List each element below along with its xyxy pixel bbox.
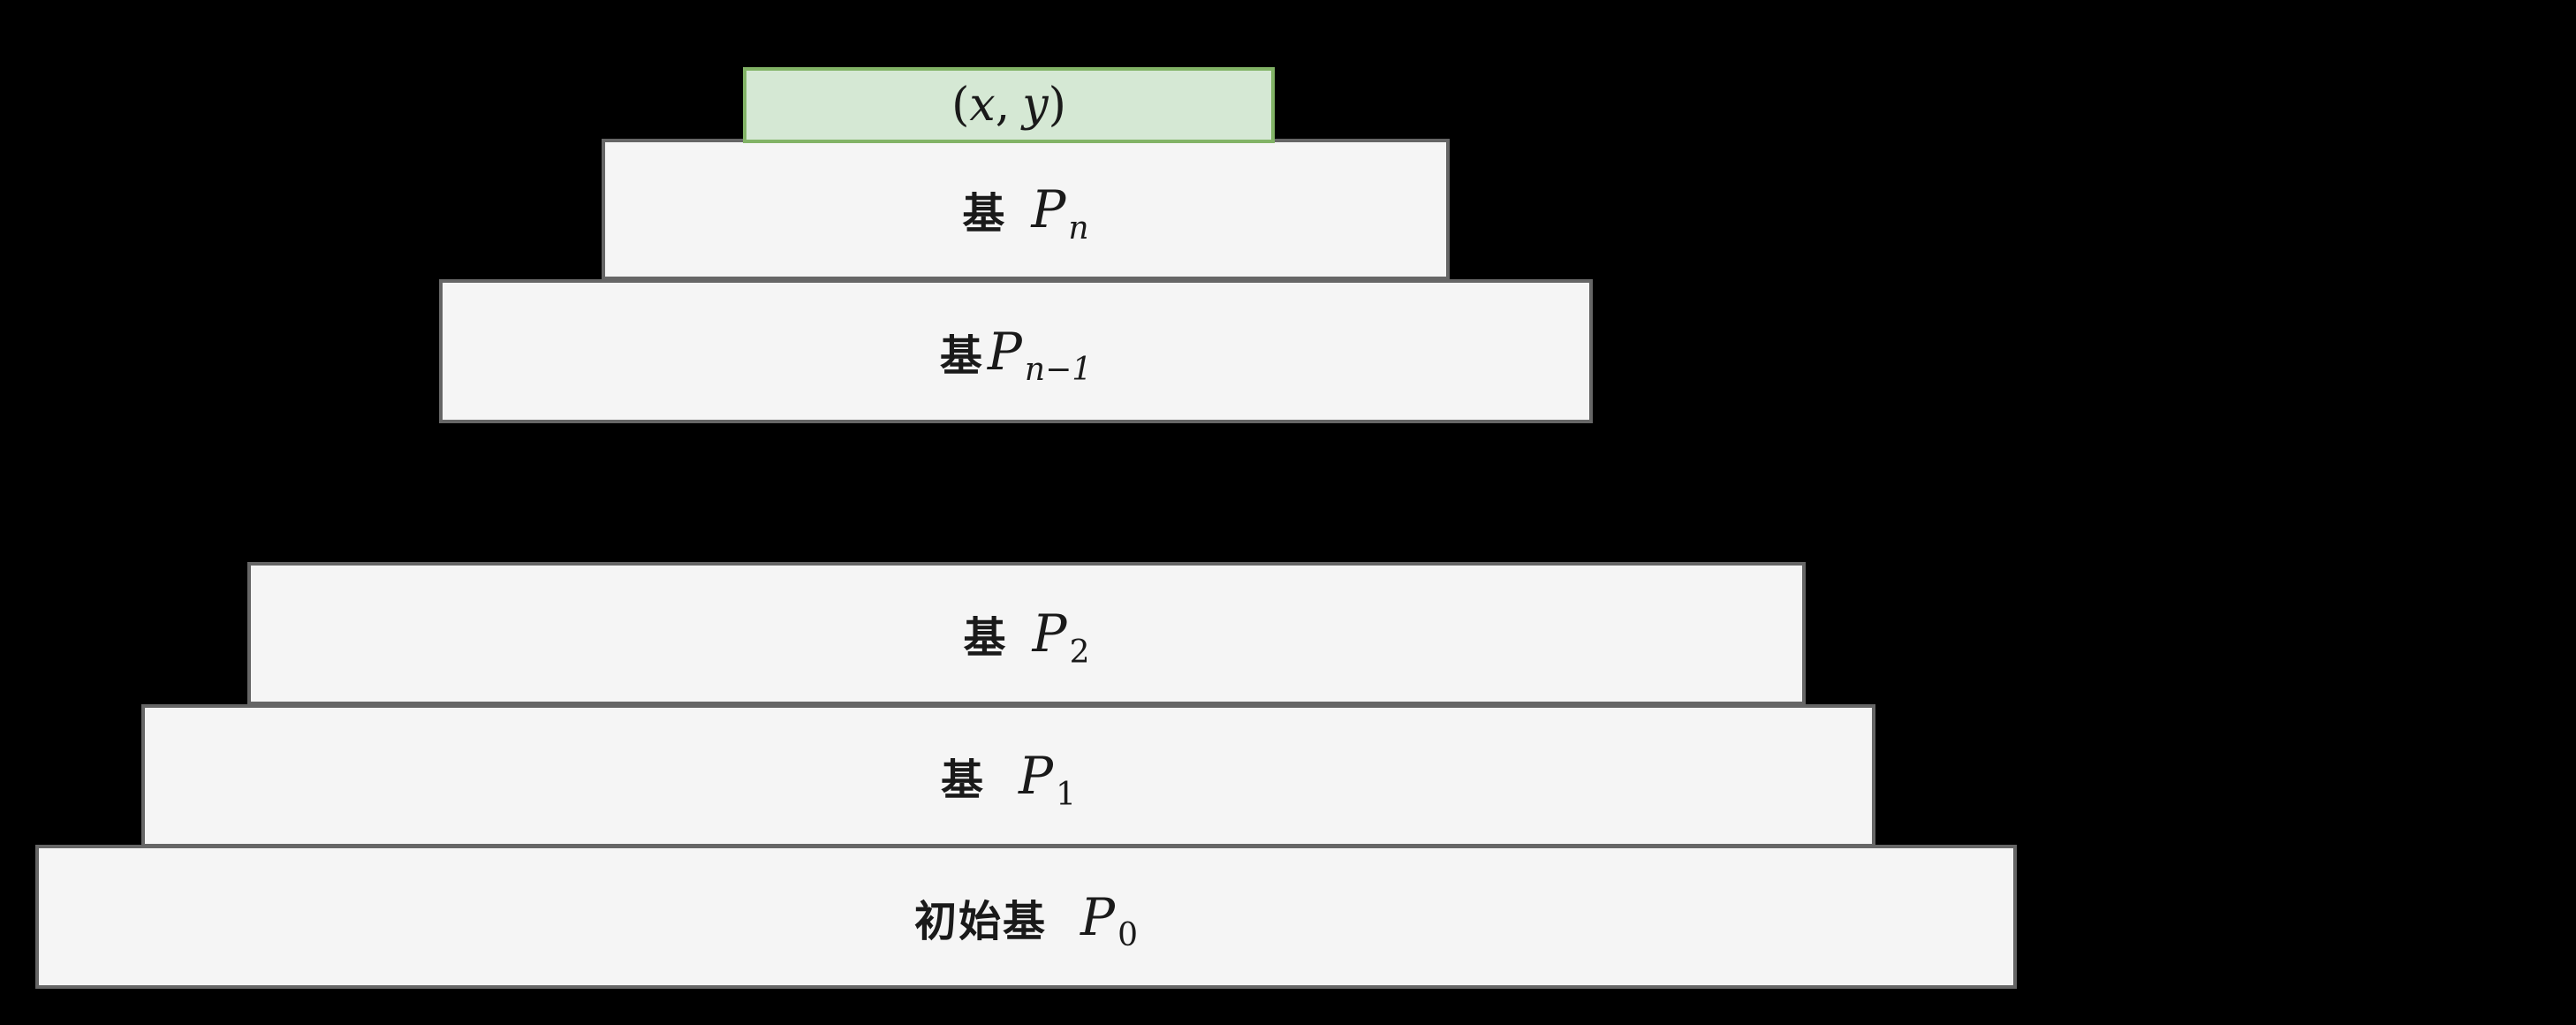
layer-base-pn-symbol-group: Pn: [1031, 179, 1088, 247]
layer-base-p1-prefix: 基: [941, 755, 986, 805]
subscript-n: n: [1068, 209, 1089, 247]
symbol-P: P: [1032, 604, 1067, 664]
var-y: y: [1022, 79, 1049, 132]
layer-base-pn-1-prefix: 基: [939, 330, 984, 381]
layer-base-p2-symbol-group: P2: [1032, 604, 1090, 671]
symbol-P: P: [987, 321, 1022, 382]
layer-initial-base-p0: 初始基 P0: [35, 845, 2017, 989]
open-paren: (: [951, 79, 970, 132]
subscript-n-1: n−1: [1024, 352, 1093, 389]
layer-initial-base-p0-symbol-group: P0: [1080, 886, 1138, 954]
subscript-2: 2: [1069, 634, 1090, 671]
symbol-P: P: [1080, 886, 1116, 947]
layer-initial-base-p0-prefix: 初始基: [914, 896, 1048, 946]
layer-base-p1-symbol-group: P1: [1019, 746, 1076, 813]
symbol-P: P: [1031, 179, 1066, 239]
subscript-1: 1: [1056, 776, 1076, 813]
symbol-P: P: [1019, 746, 1054, 806]
subscript-0: 0: [1118, 917, 1138, 954]
point-xy-label: (x,y): [951, 79, 1066, 132]
point-xy-box: (x,y): [743, 67, 1275, 143]
var-x: x: [969, 79, 996, 132]
layer-base-pn-1-symbol-group: Pn−1: [987, 321, 1092, 389]
comma: ,: [995, 79, 1011, 132]
close-paren: ): [1048, 79, 1066, 132]
layer-base-p2-prefix: 基: [963, 613, 1008, 663]
layer-base-pn-prefix: 基: [962, 189, 1007, 239]
